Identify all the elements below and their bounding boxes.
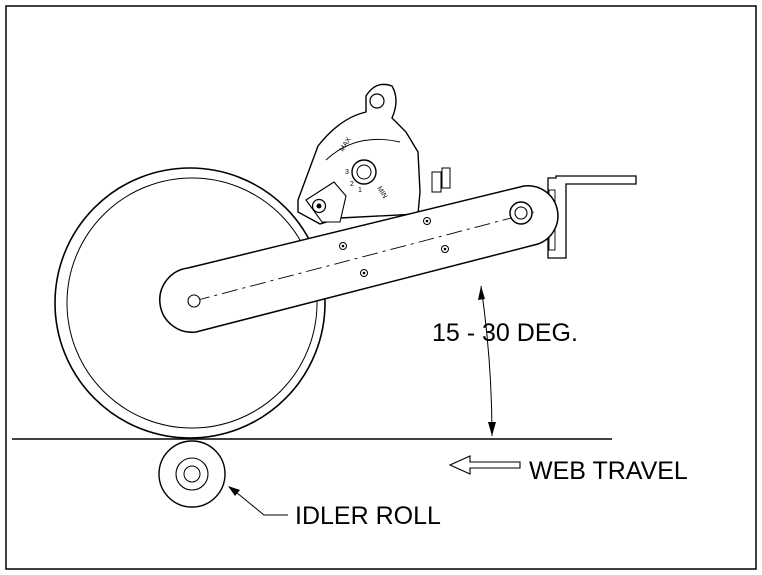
adjuster-screw xyxy=(431,171,442,193)
idler-roll xyxy=(158,440,226,508)
pivot-bracket xyxy=(547,175,637,259)
frame-border xyxy=(5,5,757,570)
mounting-hole xyxy=(369,93,385,109)
dial-mark-3: 3 xyxy=(345,169,349,176)
adjuster-screw xyxy=(441,167,451,189)
wheel-axle xyxy=(187,294,201,308)
angle-label: 15 - 30 DEG. xyxy=(432,319,578,347)
tension-head: MAX MIN 3 1 2 xyxy=(297,83,451,225)
dial-knob xyxy=(351,159,377,185)
dial-mark-1: 1 xyxy=(358,187,362,194)
tension-arm xyxy=(159,184,559,333)
dial-mark-2: 2 xyxy=(350,181,354,188)
angle-dimension xyxy=(478,285,496,437)
idler-roll-label: IDLER ROLL xyxy=(295,502,441,530)
idler-leader-arrow xyxy=(228,486,288,516)
web-travel-label: WEB TRAVEL xyxy=(529,457,688,485)
arm-center-line xyxy=(193,211,535,302)
web-travel-arrow xyxy=(448,455,521,475)
